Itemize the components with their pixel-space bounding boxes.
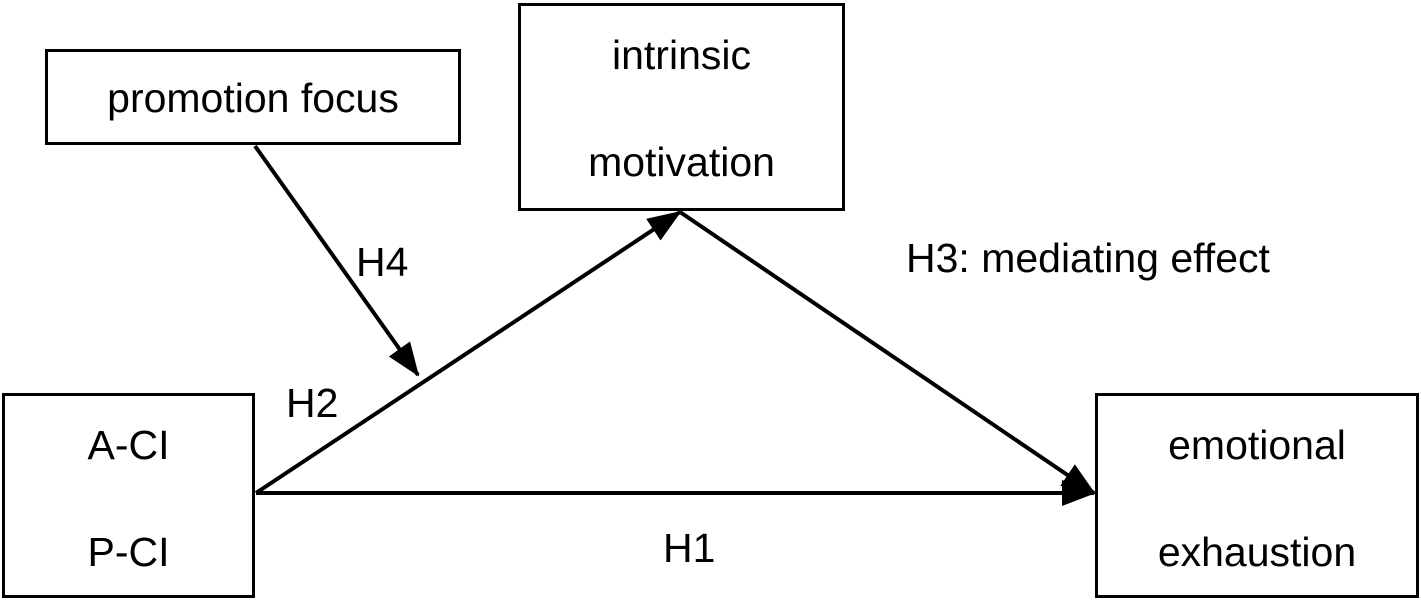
emotional-exhaustion-line1: emotional [1168,422,1346,468]
intrinsic-motivation-line2: motivation [588,139,775,185]
promotion-focus-box: promotion focus [45,49,461,145]
predictor-box: A-CI P-CI [2,393,255,598]
arrow-h2 [254,210,682,495]
hypothesis-h3-label: H3: mediating effect [906,235,1270,281]
emotional-exhaustion-line2: exhaustion [1157,529,1357,575]
hypothesis-h1-label: H1 [663,525,716,571]
arrow-h4 [253,144,420,377]
hypothesis-h4-label: H4 [356,239,409,285]
arrow-h3 [678,210,1096,495]
hypothesis-h2-label: H2 [286,380,339,426]
predictor-line2: P-CI [87,529,170,575]
intrinsic-motivation-box: intrinsic motivation [518,3,845,211]
emotional-exhaustion-box: emotional exhaustion [1095,393,1419,598]
predictor-line1: A-CI [87,422,170,468]
promotion-focus-label: promotion focus [107,75,399,121]
intrinsic-motivation-line1: intrinsic [612,32,751,78]
